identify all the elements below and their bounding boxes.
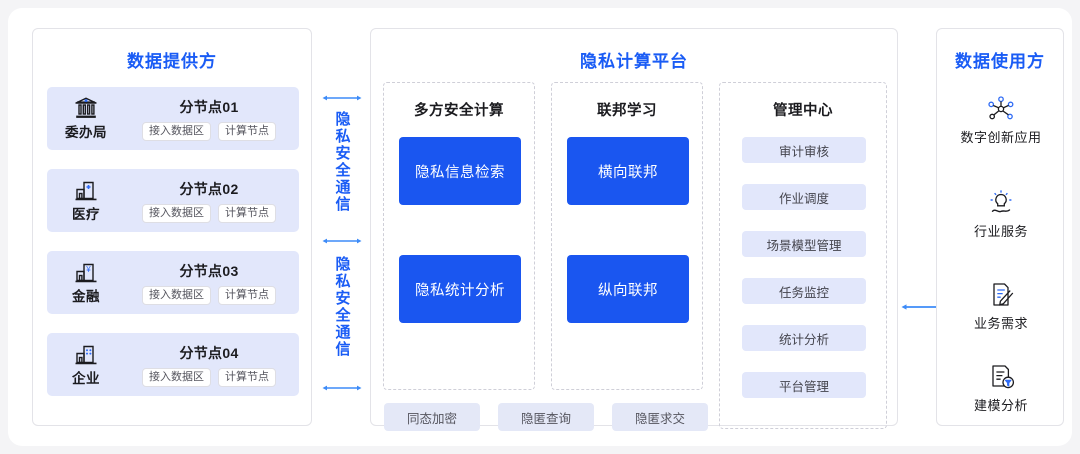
- provider-chip-compute-node-1[interactable]: 计算节点: [218, 121, 276, 141]
- consumer-label-business-demand: 业务需求: [973, 316, 1028, 331]
- mgmt-item-scene-model[interactable]: 场景模型管理: [742, 231, 866, 257]
- page-card: 数据提供方 委办局 分节: [8, 8, 1072, 446]
- mpc-group-title: 多方安全计算: [414, 103, 504, 119]
- secure-comm-char-1-1: 隐私安全通信: [333, 111, 351, 213]
- government-icon: [75, 97, 97, 118]
- fl-group-title: 联邦学习: [597, 103, 657, 119]
- consumer-item-industry-service[interactable]: 行业服务: [937, 189, 1065, 240]
- mpc-box-private-statistical-analysis[interactable]: 隐私统计分析: [399, 255, 521, 323]
- provider-identity-2: 医疗: [47, 178, 125, 223]
- document-edit-icon: [993, 283, 1014, 306]
- consumer-label-modeling-analysis: 建模分析: [973, 398, 1028, 413]
- provider-identity-3: ¥ 金融: [47, 260, 125, 305]
- provider-card-3[interactable]: ¥ 金融 分节点03 接入数据区 计算节点: [47, 251, 299, 314]
- platform-title: 隐私计算平台: [580, 52, 688, 71]
- mgmt-item-job-schedule[interactable]: 作业调度: [742, 184, 866, 210]
- bidirectional-arrow-icon-top: [322, 95, 362, 101]
- provider-chips-1: 接入数据区 计算节点: [142, 121, 276, 141]
- federated-learning-group: 联邦学习 横向联邦 纵向联邦: [551, 82, 703, 390]
- mgmt-item-audit[interactable]: 审计审核: [742, 137, 866, 163]
- data-consumers-panel: 数据使用方 数字创新应用 行业: [936, 28, 1064, 426]
- bottom-chip-homomorphic-encryption[interactable]: 同态加密: [384, 403, 480, 431]
- provider-chip-compute-node-4[interactable]: 计算节点: [218, 367, 276, 387]
- left-arrow-icon-to-consumers: [901, 304, 937, 310]
- secure-comm-char-2-1: 隐私安全通信: [333, 256, 351, 358]
- fl-box-vertical-federation[interactable]: 纵向联邦: [567, 255, 689, 323]
- consumer-label-industry-service: 行业服务: [973, 224, 1028, 239]
- consumer-label-digital-innovation: 数字创新应用: [960, 130, 1042, 145]
- bank-icon: ¥: [75, 263, 97, 283]
- provider-chip-data-zone-1[interactable]: 接入数据区: [142, 121, 211, 141]
- provider-name-4: 企业: [72, 371, 100, 386]
- bottom-chip-private-query[interactable]: 隐匿查询: [498, 403, 594, 431]
- provider-info-1: 分节点01 接入数据区 计算节点: [125, 97, 299, 141]
- provider-card-1[interactable]: 委办局 分节点01 接入数据区 计算节点: [47, 87, 299, 150]
- consumer-item-digital-innovation[interactable]: 数字创新应用: [937, 95, 1065, 146]
- provider-info-2: 分节点02 接入数据区 计算节点: [125, 179, 299, 223]
- provider-chips-3: 接入数据区 计算节点: [142, 285, 276, 305]
- document-funnel-icon: [992, 365, 1015, 389]
- provider-node-3: 分节点03: [179, 262, 239, 279]
- mpc-group: 多方安全计算 隐私信息检索 隐私统计分析: [383, 82, 535, 390]
- provider-chip-compute-node-2[interactable]: 计算节点: [218, 203, 276, 223]
- mgmt-item-statistics[interactable]: 统计分析: [742, 325, 866, 351]
- provider-chip-data-zone-4[interactable]: 接入数据区: [142, 367, 211, 387]
- provider-node-2: 分节点02: [179, 180, 239, 197]
- provider-name-3: 金融: [72, 289, 100, 304]
- provider-chip-data-zone-3[interactable]: 接入数据区: [142, 285, 211, 305]
- building-icon: [75, 345, 97, 365]
- privacy-computing-platform-panel: 隐私计算平台 多方安全计算 隐私信息检索 隐私统计分析 联邦学习 横向联邦 纵向…: [370, 28, 898, 431]
- provider-chips-2: 接入数据区 计算节点: [142, 203, 276, 223]
- management-center-group: 管理中心 审计审核 作业调度 场景模型管理 任务监控 统计分析 平台管理: [719, 82, 887, 429]
- provider-info-4: 分节点04 接入数据区 计算节点: [125, 343, 299, 387]
- network-nodes-icon: [988, 96, 1014, 120]
- consumer-item-modeling-analysis[interactable]: 建模分析: [937, 363, 1065, 414]
- management-center-title: 管理中心: [773, 103, 833, 119]
- mgmt-item-task-monitor[interactable]: 任务监控: [742, 278, 866, 304]
- consumer-item-business-demand[interactable]: 业务需求: [937, 281, 1065, 332]
- provider-name-1: 委办局: [65, 125, 107, 140]
- provider-name-2: 医疗: [72, 207, 100, 222]
- provider-identity-4: 企业: [47, 342, 125, 387]
- provider-node-4: 分节点04: [179, 344, 239, 361]
- secure-communication-column: 隐私安全通信 隐私安全通信: [314, 28, 370, 426]
- provider-card-4[interactable]: 企业 分节点04 接入数据区 计算节点: [47, 333, 299, 396]
- provider-chip-data-zone-2[interactable]: 接入数据区: [142, 203, 211, 223]
- provider-card-2[interactable]: 医疗 分节点02 接入数据区 计算节点: [47, 169, 299, 232]
- secure-communication-label-1: 隐私安全通信: [314, 111, 370, 213]
- hospital-icon: [75, 181, 97, 201]
- provider-chips-4: 接入数据区 计算节点: [142, 367, 276, 387]
- mgmt-item-platform-mgmt[interactable]: 平台管理: [742, 372, 866, 398]
- bidirectional-arrow-icon-middle: [322, 238, 362, 244]
- mpc-box-private-information-retrieval[interactable]: 隐私信息检索: [399, 137, 521, 205]
- fl-box-horizontal-federation[interactable]: 横向联邦: [567, 137, 689, 205]
- svg-text:¥: ¥: [85, 265, 91, 274]
- data-providers-title: 数据提供方: [127, 52, 217, 71]
- provider-node-1: 分节点01: [179, 98, 239, 115]
- bottom-chip-private-set-intersection[interactable]: 隐匿求交: [612, 403, 708, 431]
- provider-identity-1: 委办局: [47, 96, 125, 141]
- lightbulb-wave-icon: [990, 190, 1012, 213]
- bidirectional-arrow-icon-bottom: [322, 385, 362, 391]
- provider-info-3: 分节点03 接入数据区 计算节点: [125, 261, 299, 305]
- provider-chip-compute-node-3[interactable]: 计算节点: [218, 285, 276, 305]
- data-providers-panel: 数据提供方 委办局 分节: [32, 28, 312, 426]
- secure-communication-label-2: 隐私安全通信: [314, 256, 370, 358]
- data-consumers-title: 数据使用方: [955, 52, 1045, 71]
